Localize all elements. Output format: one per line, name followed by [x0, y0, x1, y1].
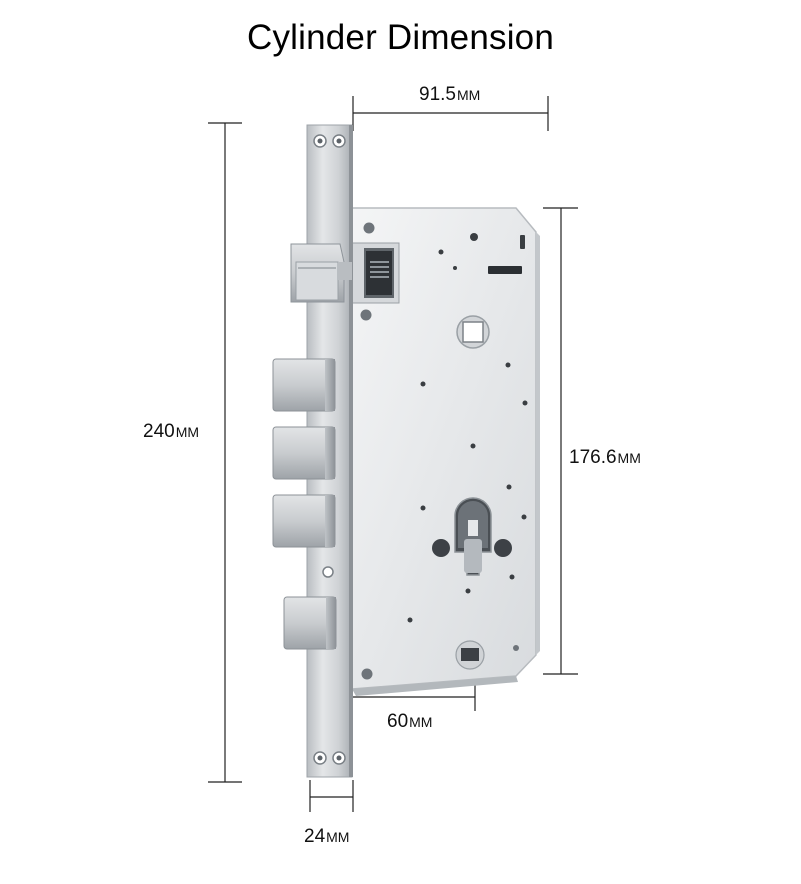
- deadbolt-4: [283, 596, 337, 650]
- case-dimension-label: 176.6MM: [569, 447, 641, 469]
- height-value: 240: [143, 421, 175, 442]
- page-title: Cylinder Dimension: [246, 18, 555, 57]
- faceplate-dimension-label: 24MM: [304, 826, 349, 848]
- backset-value: 60: [387, 711, 409, 732]
- height-unit: MM: [175, 424, 200, 440]
- height-dimension-label: 240MM: [143, 421, 199, 443]
- latch-bolt: [290, 243, 352, 303]
- depth-dimension-label: 91.5MM: [419, 84, 480, 106]
- backset-unit: MM: [409, 714, 433, 730]
- depth-value: 91.5: [419, 84, 456, 105]
- case-value: 176.6: [569, 447, 617, 468]
- backset-dimension-label: 60MM: [387, 711, 432, 733]
- faceplate-unit: MM: [326, 829, 350, 845]
- deadbolt-3: [272, 494, 336, 548]
- deadbolt-1: [272, 358, 336, 412]
- bottom-follower: [455, 640, 485, 670]
- case-unit: MM: [617, 450, 641, 466]
- cylinder-cutout: [432, 497, 512, 576]
- spindle-hub: [456, 315, 490, 349]
- depth-unit: MM: [456, 87, 481, 103]
- deadbolt-2: [272, 426, 336, 480]
- dimension-lines: [208, 96, 578, 812]
- lock-case: [350, 207, 540, 696]
- faceplate-value: 24: [304, 826, 326, 847]
